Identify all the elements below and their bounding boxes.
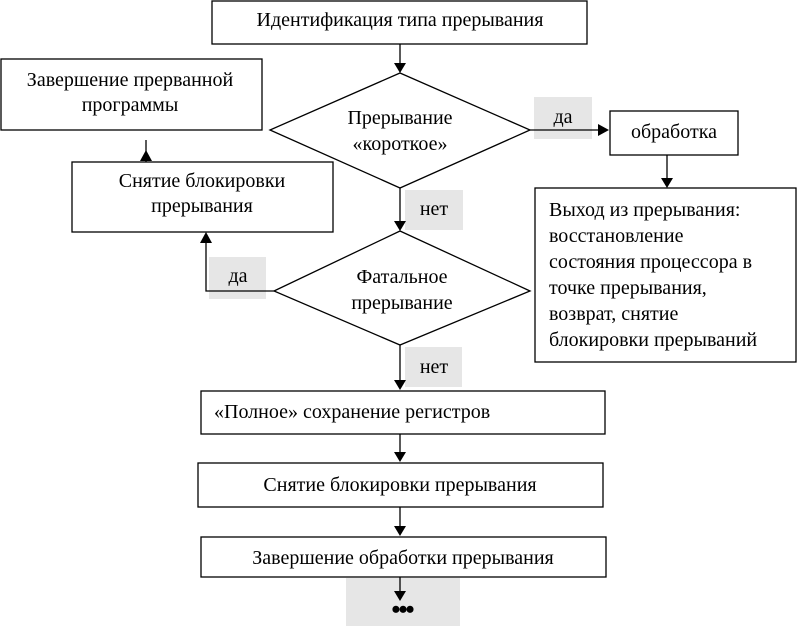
no-fatal-label-bg (405, 347, 462, 387)
identify-text: Идентификация типа прерывания (257, 9, 544, 31)
node-fatal-decision (272, 230, 532, 346)
node-short-decision (268, 72, 532, 189)
exit-text-2: восстановление (549, 225, 684, 247)
arrowhead-icon (140, 150, 152, 161)
unlock-text-2: прерывания (151, 195, 253, 217)
arrowhead-icon (394, 526, 406, 536)
node-unlock-full (197, 462, 604, 508)
no-short-label: нет (420, 198, 449, 220)
node-finish (200, 536, 607, 578)
arrowhead-icon (394, 380, 406, 390)
node-full-save (200, 390, 606, 435)
fatal-decision-text-1: Фатальное (356, 266, 447, 288)
yes-short-label-bg (534, 97, 592, 139)
end-interrupted-text-2: программы (82, 94, 179, 116)
continuation-bg (346, 578, 460, 626)
yes-fatal-label: да (228, 265, 247, 287)
arrowhead-icon (661, 178, 673, 188)
short-decision-text-1: Прерывание (347, 107, 452, 129)
continuation-dots: ••• (391, 595, 414, 624)
process-text: обработка (631, 121, 717, 143)
exit-text-1: Выход из прерывания: (549, 199, 740, 221)
arrowhead-icon (394, 221, 406, 231)
unlock-text-1: Снятие блокировки (119, 170, 286, 192)
arrowhead-icon (394, 63, 406, 73)
exit-text-4: точке прерывания, (549, 277, 707, 299)
finish-text: Завершение обработки прерывания (252, 547, 553, 569)
node-unlock (71, 161, 334, 233)
arrowhead-icon (394, 591, 406, 601)
exit-text-5: возврат, снятие (549, 303, 678, 325)
unlock-full-text: Снятие блокировки прерывания (263, 474, 536, 496)
end-interrupted-text-1: Завершение прерванной (27, 69, 234, 91)
node-exit (534, 187, 797, 363)
yes-short-label: да (553, 106, 572, 128)
node-process (609, 110, 739, 156)
yes-fatal-label-bg (209, 257, 266, 299)
exit-text-3: состояния процессора в (549, 251, 752, 273)
full-save-text: «Полное» сохранение регистров (214, 401, 490, 423)
arrowhead-icon (598, 124, 609, 136)
arrowhead-icon (200, 232, 212, 243)
exit-text-6: блокировки прерываний (549, 329, 757, 351)
no-short-label-bg (405, 190, 463, 230)
no-fatal-label: нет (420, 356, 449, 378)
edge-fatal-unlock (205, 243, 274, 292)
arrowhead-icon (394, 452, 406, 462)
fatal-decision-text-2: прерывание (351, 292, 452, 314)
node-end-interrupted (0, 58, 263, 131)
node-identify (211, 0, 588, 45)
short-decision-text-2: «короткое» (353, 133, 448, 155)
